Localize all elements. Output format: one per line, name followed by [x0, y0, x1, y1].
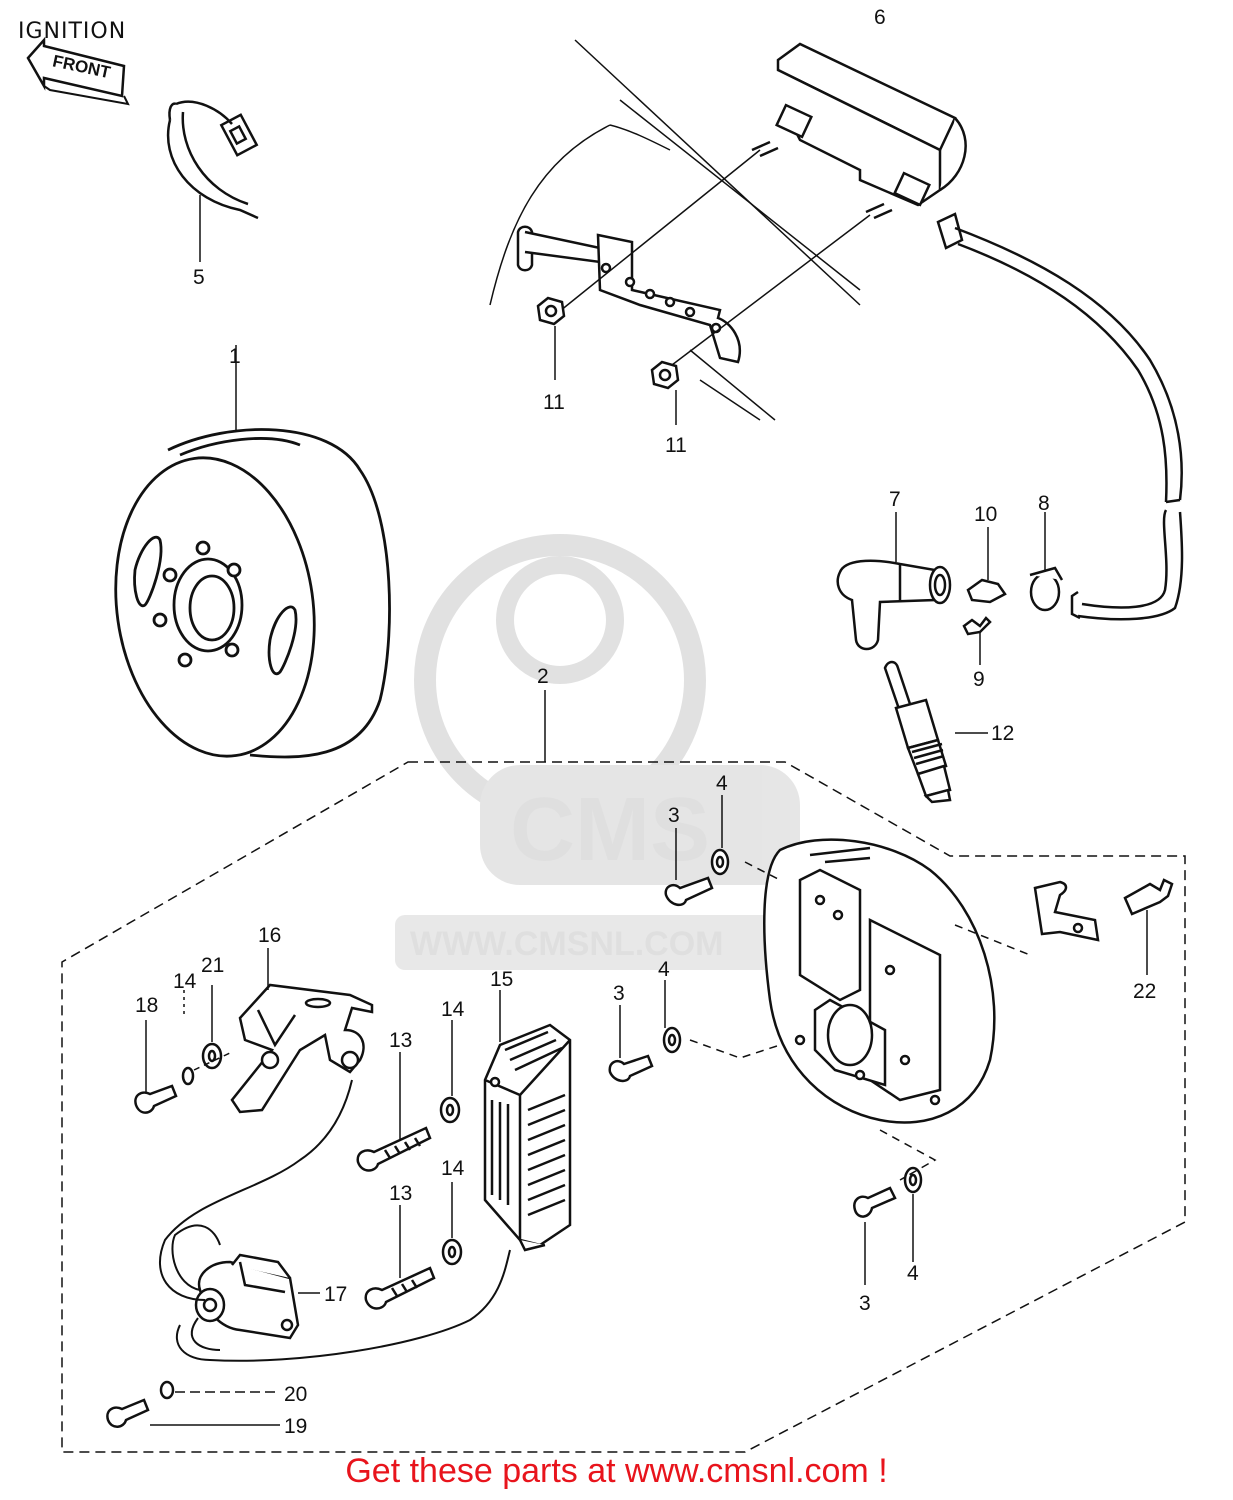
watermark-url: WWW.CMSNL.COM — [410, 925, 724, 963]
label-part-14a: 14 — [173, 970, 197, 993]
label-part-15: 15 — [490, 968, 513, 991]
washer-part-14a — [181, 1066, 195, 1086]
diagram-title: IGNITION — [18, 19, 126, 44]
fitting-part-10 — [966, 578, 1007, 604]
coil-bracket — [516, 225, 741, 364]
label-part-3a: 3 — [668, 804, 680, 827]
screw-part-3c — [853, 1186, 897, 1218]
plug-cap-part-7 — [836, 559, 952, 651]
label-part-3c: 3 — [859, 1292, 871, 1315]
rectifier-part-15 — [483, 1023, 572, 1252]
washer-part-4b — [662, 1026, 682, 1054]
nut-part-11b — [650, 360, 680, 390]
washer-part-14c — [441, 1238, 463, 1266]
label-part-17: 17 — [324, 1283, 347, 1306]
screw-part-13a — [356, 1126, 432, 1172]
footer-banner: Get these parts at www.cmsnl.com ! — [0, 1452, 1233, 1491]
washer-part-21 — [201, 1042, 223, 1070]
label-part-14b: 14 — [441, 998, 465, 1021]
screw-part-19 — [106, 1398, 150, 1428]
label-part-12: 12 — [991, 722, 1014, 745]
label-part-2: 2 — [537, 665, 549, 688]
label-part-11a: 11 — [543, 391, 565, 414]
washer-part-4c — [903, 1166, 923, 1194]
label-part-4c: 4 — [907, 1262, 919, 1285]
label-part-11b: 11 — [665, 434, 687, 457]
screw-part-3a — [664, 876, 714, 907]
clip-part-8 — [1029, 566, 1064, 612]
label-part-21: 21 — [201, 954, 224, 977]
label-part-13b: 13 — [389, 1182, 412, 1205]
stator-plate — [763, 838, 996, 1124]
pickup-wires — [159, 1079, 511, 1362]
bracket-part-22 — [1033, 880, 1100, 942]
pickup-coil-part-17 — [194, 1253, 300, 1340]
label-part-13a: 13 — [389, 1029, 412, 1052]
frame-outline — [489, 39, 861, 421]
label-part-9: 9 — [973, 668, 985, 691]
watermark-brand: CMS — [510, 780, 710, 880]
washer-part-14b — [439, 1096, 461, 1124]
label-part-10: 10 — [974, 503, 997, 526]
clamp-part-5 — [166, 100, 259, 220]
flywheel-part-1 — [114, 428, 391, 759]
label-part-20: 20 — [284, 1383, 307, 1406]
screw-part-18 — [134, 1084, 178, 1114]
label-part-14c: 14 — [441, 1157, 465, 1180]
label-part-6: 6 — [874, 6, 886, 29]
washer-part-4a — [710, 848, 730, 876]
ignition-coil-part-6 — [751, 42, 967, 220]
stator-assembly-frame — [61, 761, 1186, 1453]
screw-part-3b — [608, 1054, 654, 1083]
label-part-22: 22 — [1133, 980, 1156, 1003]
label-part-18: 18 — [135, 994, 158, 1017]
label-part-4a: 4 — [716, 772, 728, 795]
label-part-19: 19 — [284, 1415, 307, 1438]
screw-part-22 — [1123, 878, 1174, 916]
footer-link[interactable]: Get these parts at www.cmsnl.com ! — [345, 1452, 888, 1490]
screw-part-13b — [364, 1266, 436, 1310]
bracket-part-16 — [230, 983, 374, 1114]
mounting-lines — [554, 149, 871, 369]
label-part-4b: 4 — [658, 958, 670, 981]
cmsnl-watermark: CMS WWW.CMSNL.COM — [395, 534, 800, 970]
nut-part-11a — [536, 296, 566, 326]
label-part-3b: 3 — [613, 982, 625, 1005]
spark-plug-part-12 — [883, 660, 952, 804]
ht-lead — [936, 212, 1184, 621]
label-part-16: 16 — [258, 924, 281, 947]
label-part-7: 7 — [889, 488, 901, 511]
screw-part-9 — [962, 616, 992, 636]
washer-part-20 — [159, 1380, 175, 1400]
label-part-1: 1 — [229, 345, 241, 368]
label-part-8: 8 — [1038, 492, 1050, 515]
front-arrow-icon: FRONT — [26, 36, 130, 106]
label-part-5: 5 — [193, 266, 205, 289]
